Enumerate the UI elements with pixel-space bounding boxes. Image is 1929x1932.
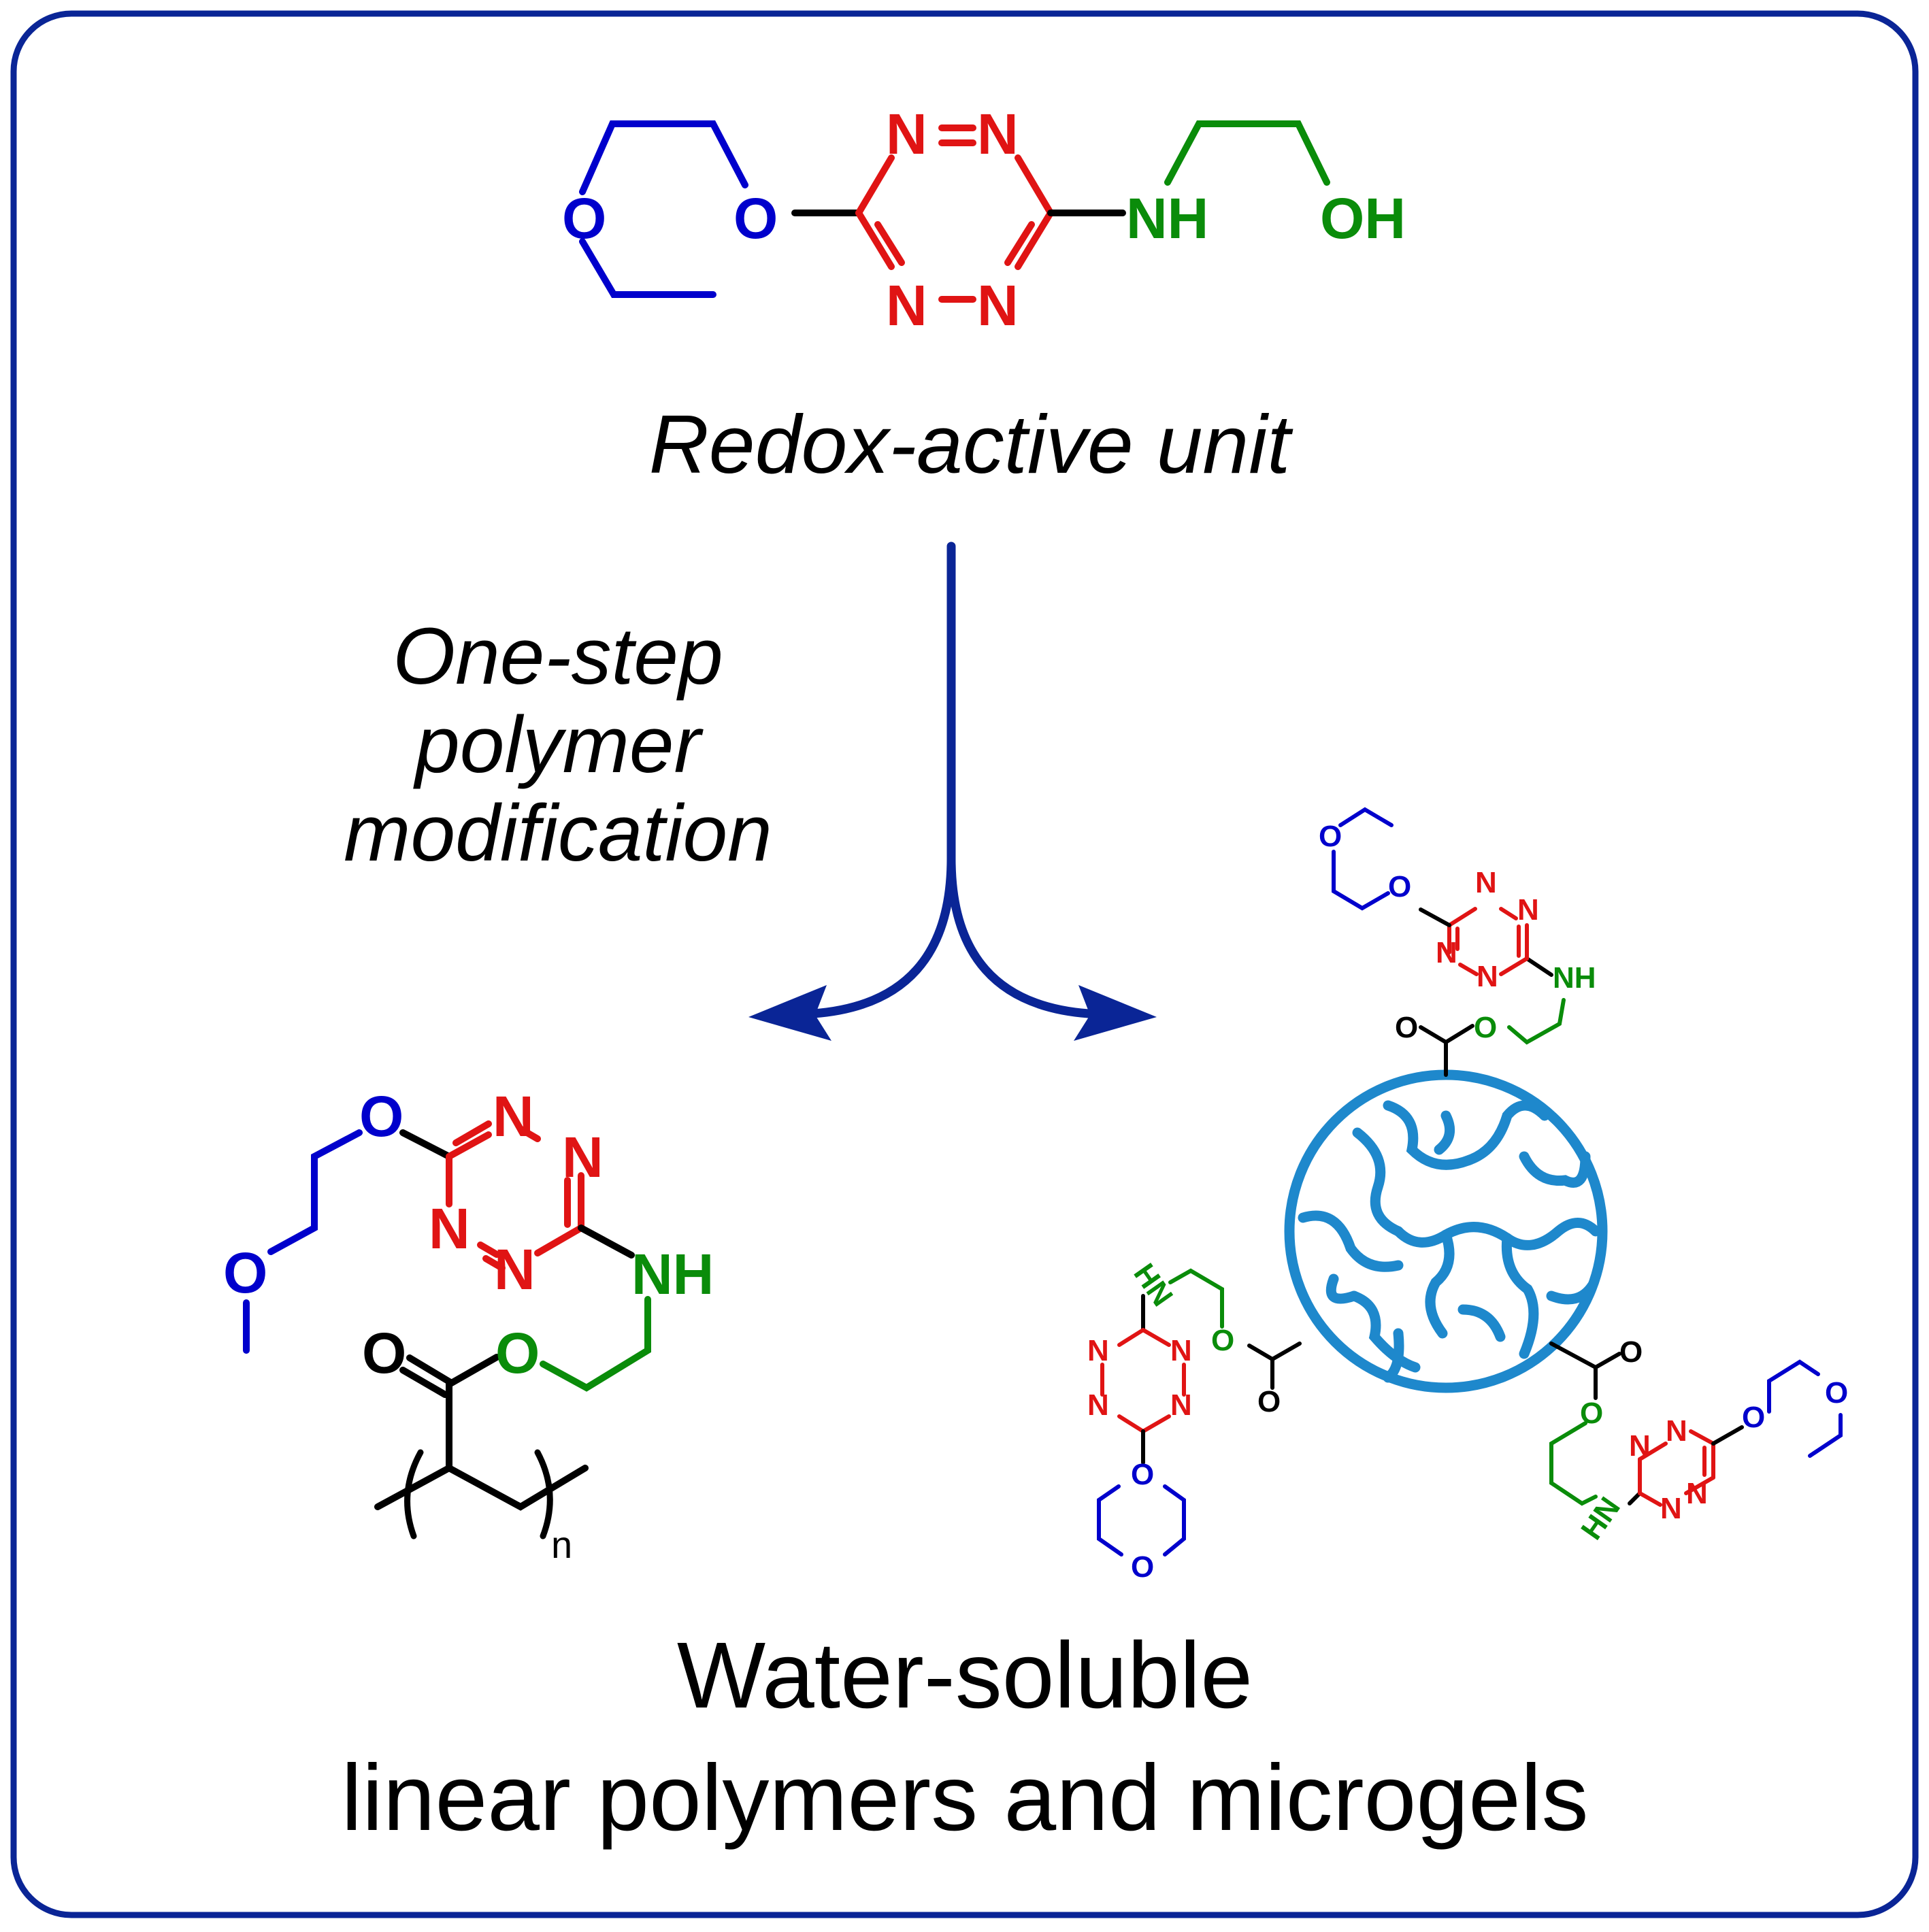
mg-left-arm bbox=[1097, 1268, 1302, 1556]
lp-ether-chain bbox=[243, 1129, 363, 1354]
mg-left-hn: HN bbox=[1127, 1258, 1179, 1312]
lp-tetrazine-ring bbox=[446, 1120, 584, 1271]
microgel-atom-labels: O O NH N N N N O O O O HN N N N N O O O … bbox=[1087, 820, 1848, 1584]
result-caption-line1: Water-soluble bbox=[677, 1623, 1253, 1728]
linear-polymer bbox=[243, 1120, 651, 1539]
mg-left-n-1: N bbox=[1170, 1334, 1192, 1367]
linear-polymer-atom-labels: O O N N N N NH O O n bbox=[223, 1084, 714, 1566]
mg-right-o-carbonyl: O bbox=[1619, 1335, 1643, 1369]
tetrazine-ring bbox=[855, 124, 1054, 303]
mg-top-n-3: N bbox=[1477, 960, 1498, 993]
atom-o-1: O bbox=[562, 186, 606, 250]
lp-atom-n-4: N bbox=[494, 1237, 535, 1301]
atom-n-4: N bbox=[977, 273, 1019, 337]
lp-repeat-n: n bbox=[551, 1523, 572, 1566]
atom-nh: NH bbox=[1126, 186, 1208, 250]
mg-right-arm bbox=[1549, 1342, 1843, 1507]
step-caption: One-step polymer modification bbox=[344, 612, 772, 878]
mg-top-nh: NH bbox=[1553, 961, 1596, 995]
step-caption-line2: polymer bbox=[413, 700, 704, 790]
lp-atom-o-2: O bbox=[359, 1084, 403, 1148]
redox-unit-caption: Redox-active unit bbox=[649, 398, 1294, 490]
mg-right-o-linker: O bbox=[1580, 1397, 1603, 1430]
mg-right-n-4: N bbox=[1686, 1477, 1708, 1510]
mg-top-o-1: O bbox=[1388, 870, 1411, 903]
mg-left-o-1: O bbox=[1131, 1458, 1154, 1491]
mg-right-o-2: O bbox=[1825, 1376, 1848, 1410]
redox-active-atom-labels: O O N N N N NH OH bbox=[562, 102, 1406, 337]
lp-atom-n-2: N bbox=[562, 1125, 604, 1189]
border-frame bbox=[10, 10, 1919, 1918]
lp-atom-nh: NH bbox=[631, 1242, 714, 1306]
ether-chain bbox=[579, 120, 748, 298]
step-caption-line3: modification bbox=[344, 788, 772, 878]
mg-left-o-carbonyl: O bbox=[1257, 1385, 1281, 1418]
mg-top-o-linker: O bbox=[1474, 1011, 1497, 1044]
microgel-network-icon bbox=[1284, 1069, 1608, 1393]
mg-left-n-4: N bbox=[1087, 1388, 1109, 1422]
mg-left-n-3: N bbox=[1170, 1388, 1192, 1422]
lp-atom-n-1: N bbox=[493, 1084, 534, 1148]
ethanolamine-chain bbox=[1164, 120, 1330, 186]
mg-right-n-3: N bbox=[1660, 1492, 1682, 1525]
lp-linker-chain bbox=[540, 1296, 651, 1392]
atom-n-2: N bbox=[977, 102, 1019, 166]
mg-top-n-4: N bbox=[1436, 936, 1457, 969]
mg-left-n-2: N bbox=[1087, 1334, 1109, 1367]
lp-backbone bbox=[374, 1354, 589, 1539]
mg-left-o-linker: O bbox=[1211, 1324, 1234, 1357]
step-caption-line1: One-step bbox=[393, 612, 723, 701]
mg-left-o-2: O bbox=[1131, 1550, 1154, 1584]
mg-right-o-1: O bbox=[1742, 1401, 1765, 1434]
lp-atom-n-3: N bbox=[429, 1197, 470, 1261]
mg-right-hn: HN bbox=[1574, 1491, 1627, 1546]
mg-right-n-1: N bbox=[1666, 1414, 1687, 1448]
mg-top-o-2: O bbox=[1319, 820, 1342, 853]
mg-top-n-1: N bbox=[1517, 893, 1539, 927]
lp-atom-o-1: O bbox=[223, 1241, 267, 1305]
lp-bond-ring-nh bbox=[578, 1225, 635, 1259]
result-caption-line2: linear polymers and microgels bbox=[341, 1746, 1588, 1850]
lp-bond-o-ring bbox=[399, 1129, 452, 1160]
redox-active-molecule bbox=[579, 120, 1330, 303]
branching-arrow-icon bbox=[748, 542, 1157, 1041]
mg-top-n-2: N bbox=[1475, 866, 1497, 899]
mg-right-n-2: N bbox=[1629, 1429, 1651, 1463]
atom-oh: OH bbox=[1320, 186, 1406, 250]
lp-atom-o-linker: O bbox=[495, 1321, 540, 1385]
atom-n-3: N bbox=[886, 273, 927, 337]
mg-top-arm bbox=[1332, 807, 1566, 1077]
atom-n-1: N bbox=[886, 102, 927, 166]
microgel-substituents bbox=[1097, 807, 1843, 1556]
mg-top-o-carbonyl: O bbox=[1395, 1011, 1418, 1044]
lp-atom-o-carbonyl: O bbox=[362, 1321, 406, 1385]
atom-o-2: O bbox=[733, 186, 778, 250]
